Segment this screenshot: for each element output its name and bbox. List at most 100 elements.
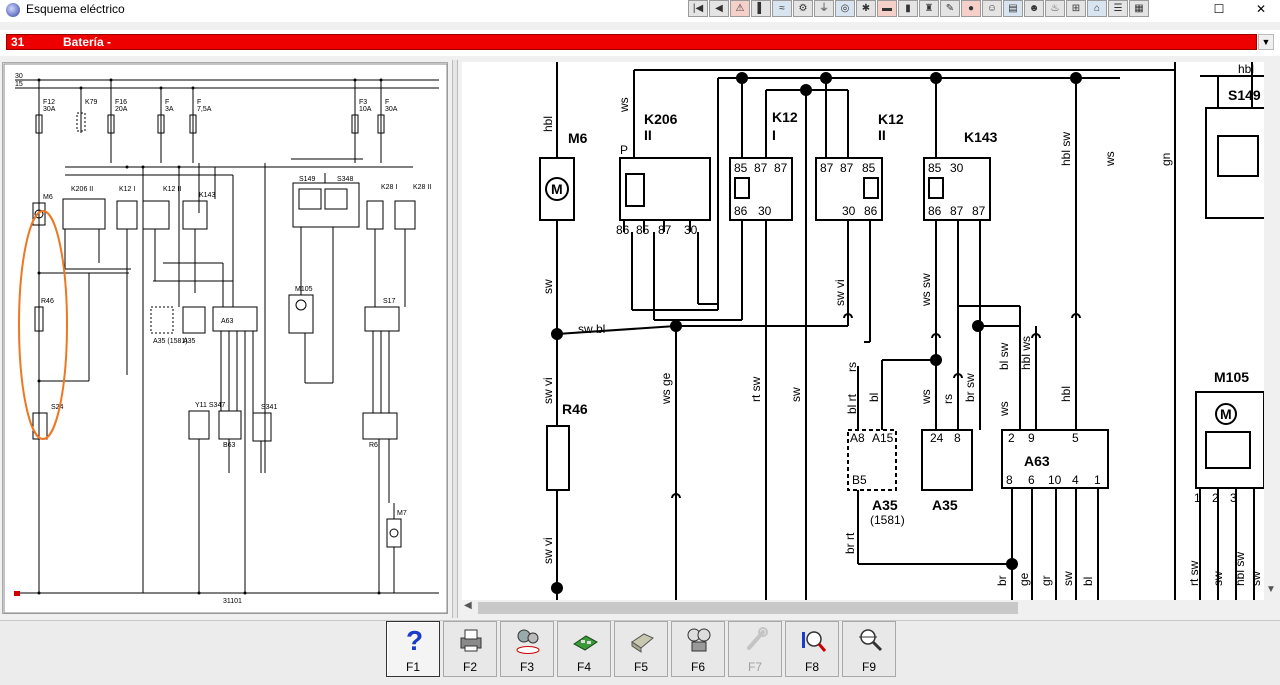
pin-label: 86 — [928, 204, 942, 218]
function-key-label: F6 — [690, 660, 705, 674]
component-label: R46 — [41, 298, 54, 305]
function-key-label: F8 — [804, 660, 819, 674]
detail-panel[interactable]: M6 M K206 II K12 I K12 II K143 S149 R46 … — [462, 62, 1280, 600]
airbag-icon[interactable]: ☺ — [982, 0, 1002, 17]
warning-icon[interactable]: ⚠ — [730, 0, 750, 17]
table-icon[interactable]: ▦ — [1129, 0, 1149, 17]
component-icon[interactable]: ▌ — [751, 0, 771, 17]
pin-label: 2 — [1212, 491, 1219, 505]
wire-label: ws — [919, 389, 933, 405]
door-icon[interactable]: ☰ — [1108, 0, 1128, 17]
component-label: A63 — [221, 318, 234, 325]
radio-icon[interactable]: ☻ — [1024, 0, 1044, 17]
component-label: K143 — [199, 192, 215, 199]
battery-icon[interactable]: ▮ — [898, 0, 918, 17]
wire-label: sw — [789, 387, 803, 402]
horizontal-scroll-thumb[interactable] — [478, 602, 1018, 614]
overview-panel[interactable]: 30 15 F12 30A K79 F16 20A F 3A F 7,5A F3… — [2, 62, 448, 614]
wire-label: sw vi — [541, 537, 555, 564]
component-label: R6 — [369, 442, 378, 449]
overview-diagram: 30 15 F12 30A K79 F16 20A F 3A F 7,5A F3… — [3, 63, 448, 614]
component-k206-label: K206 — [644, 111, 678, 127]
pin-label: B5 — [852, 473, 867, 487]
ground-icon[interactable]: ⏚ — [814, 0, 834, 17]
wire-label: hbl — [1059, 386, 1073, 402]
ac-icon — [516, 629, 540, 654]
f7-wrench-button[interactable]: F7 — [728, 621, 782, 677]
component-a35-label: A35 — [932, 497, 958, 513]
function-key-label: F9 — [861, 660, 876, 674]
scroll-left-icon[interactable]: ◀ — [464, 600, 472, 611]
wire-label: ws — [997, 401, 1011, 417]
pin-label: 24 — [930, 431, 944, 445]
wire-label: sw vi — [833, 279, 847, 306]
component-k12-sub: II — [878, 127, 886, 143]
f4-board-button[interactable]: F4 — [557, 621, 611, 677]
wire-label: sw — [1061, 571, 1075, 586]
f6-gauge-button[interactable]: F6 — [671, 621, 725, 677]
panel-splitter[interactable] — [452, 60, 458, 618]
fuse-rating: 30A — [385, 106, 398, 113]
f9-zoom-button[interactable]: F9 — [842, 621, 896, 677]
pin-label: 1 — [1194, 491, 1201, 505]
engine-icon[interactable]: ✱ — [856, 0, 876, 17]
component-label: S24 — [51, 404, 64, 411]
fuse-label: F — [385, 99, 389, 106]
f5-connector-button[interactable]: F5 — [614, 621, 668, 677]
wire-label: bl rt — [845, 393, 859, 414]
pin-label: 87 — [950, 204, 964, 218]
horn-icon[interactable]: ● — [961, 0, 981, 17]
pin-label: 87 — [820, 161, 834, 175]
pin-label: 87 — [840, 161, 854, 175]
f3-ac-button[interactable]: F3 — [500, 621, 554, 677]
wire-label: br sw — [963, 373, 977, 402]
pin-label: 10 — [1048, 473, 1062, 487]
wire-label: hbl sw — [1233, 552, 1247, 586]
seat-icon[interactable]: ⊞ — [1066, 0, 1086, 17]
fuse-rating: 7,5A — [197, 106, 212, 113]
wire-label: hbl — [541, 116, 555, 132]
bus-label-15: 15 — [15, 81, 23, 88]
fuse-label: F12 — [43, 99, 55, 106]
component-label: S17 — [383, 298, 396, 305]
lamp-icon[interactable]: ▬ — [877, 0, 897, 17]
chevron-down-icon[interactable]: ▼ — [1258, 34, 1274, 50]
prev-page-icon[interactable]: ◀ — [709, 0, 729, 17]
scroll-down-icon[interactable]: ▼ — [1266, 584, 1276, 595]
connector-icon[interactable]: ◎ — [835, 0, 855, 17]
f8-search-diagram-button[interactable]: F8 — [785, 621, 839, 677]
f2-print-button[interactable]: F2 — [443, 621, 497, 677]
component-a35-sub: (1581) — [870, 513, 905, 527]
wire-label: sw — [541, 279, 555, 294]
vertical-scrollbar[interactable] — [1264, 62, 1280, 600]
pin-label: 9 — [1028, 431, 1035, 445]
first-page-icon[interactable]: |◀ — [688, 0, 708, 17]
fuse-rating: 3A — [165, 106, 174, 113]
pin-label: P — [620, 143, 628, 157]
component-k143-label: K143 — [964, 129, 998, 145]
car-icon[interactable]: ♜ — [919, 0, 939, 17]
component-k206-sub: II — [644, 127, 652, 143]
connector-icon — [631, 633, 654, 653]
circuit-selector[interactable]: 31 Batería - — [6, 34, 1257, 50]
mirror-icon[interactable]: ▤ — [1003, 0, 1023, 17]
relay-icon[interactable]: ⚙ — [793, 0, 813, 17]
f1-help-button[interactable]: ? F1 — [386, 621, 440, 677]
component-label: B63 — [223, 442, 236, 449]
pin-label: 3 — [1230, 491, 1237, 505]
printer-icon — [460, 629, 482, 652]
maximize-button[interactable]: ☐ — [1213, 2, 1225, 16]
close-button[interactable]: ✕ — [1255, 2, 1267, 16]
component-label: K12 II — [163, 186, 181, 193]
fuse-label: K79 — [85, 99, 98, 106]
lock-icon[interactable]: ⌂ — [1087, 0, 1107, 17]
tool-icon[interactable]: ✎ — [940, 0, 960, 17]
fuse-icon[interactable]: ≈ — [772, 0, 792, 17]
wire-label: hbl sw — [1059, 132, 1073, 166]
wire-label: rt sw — [1187, 560, 1201, 586]
pin-label: 8 — [1006, 473, 1013, 487]
component-k12-label: K12 — [772, 109, 798, 125]
function-key-label: F5 — [633, 660, 648, 674]
sheet-code: 31101 — [223, 598, 242, 605]
climate-icon[interactable]: ♨ — [1045, 0, 1065, 17]
